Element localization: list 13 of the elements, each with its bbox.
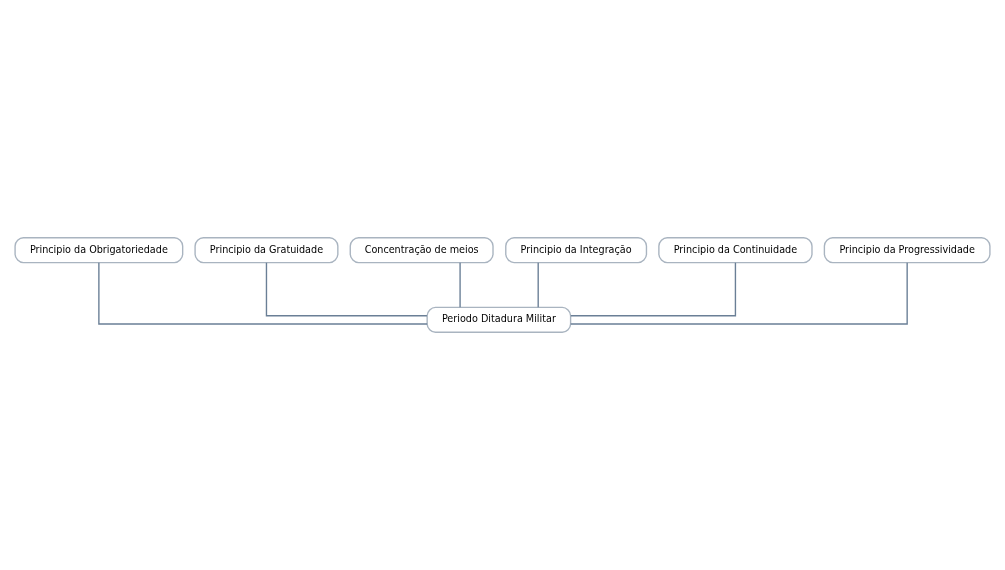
node-box: Principio da Integração bbox=[505, 237, 648, 264]
connector bbox=[570, 262, 908, 325]
connector bbox=[459, 262, 461, 309]
node-box: Periodo Ditadura Militar bbox=[426, 306, 572, 333]
connector bbox=[265, 262, 428, 317]
node-box: Principio da Obrigatoriedade bbox=[14, 237, 184, 264]
connector bbox=[537, 262, 539, 309]
connector bbox=[98, 262, 428, 325]
node-box: Principio da Continuidade bbox=[658, 237, 813, 264]
node-box: Principio da Gratuidade bbox=[194, 237, 339, 264]
connector bbox=[570, 262, 737, 317]
node-box: Principio da Progressividade bbox=[823, 237, 991, 264]
node-box: Concentração de meios bbox=[349, 237, 494, 264]
